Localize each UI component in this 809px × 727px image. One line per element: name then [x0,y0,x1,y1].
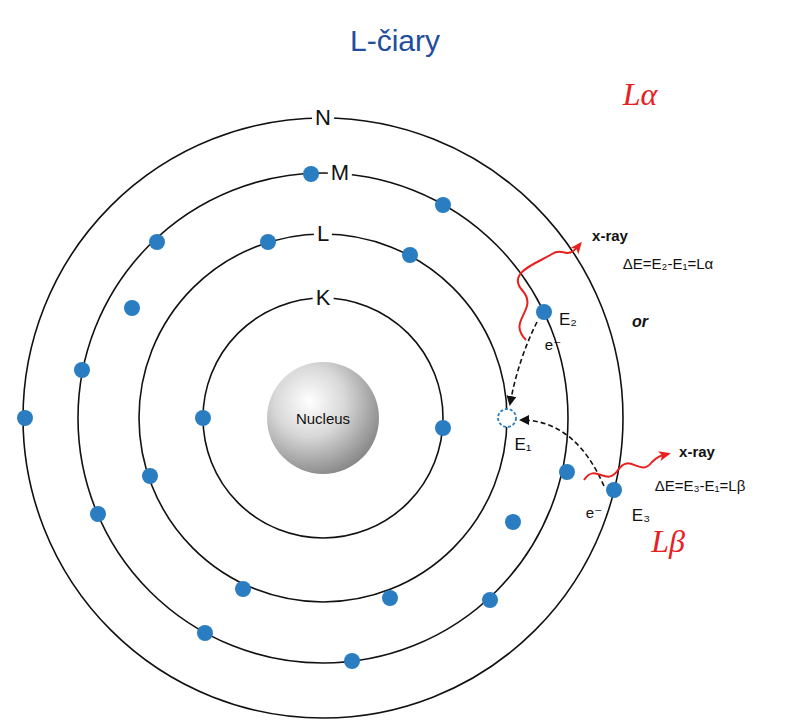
shell-label: N [312,106,334,130]
x-ray-label: x-ray [679,444,715,461]
vacancy [498,409,516,427]
level-label: E₁ [514,436,531,455]
shell-circles [23,118,623,718]
line-name: Lβ [651,524,685,559]
electrons [17,166,622,669]
conjunction: or [632,313,648,331]
shell-label: L [314,222,332,246]
level-label: E₃ [632,507,650,526]
shell-label: M [328,161,352,185]
energy-formula: ΔE=E₂-E₁=Lα [623,256,713,273]
line-name: Lα [623,77,658,112]
electron-jumps [510,322,604,486]
nucleus-sphere: Nucleus [267,362,379,474]
electron-label: e⁻ [545,337,561,354]
x-ray-waves [518,244,668,480]
node-text: Nucleus [296,410,350,427]
shell-label: K [313,286,334,310]
x-ray-label: x-ray [592,228,628,245]
electron-label: e⁻ [586,505,602,522]
energy-formula: ΔE=E₃-E₁=Lβ [655,478,746,495]
title: L-čiary [350,24,440,57]
level-label: E₂ [559,311,577,330]
